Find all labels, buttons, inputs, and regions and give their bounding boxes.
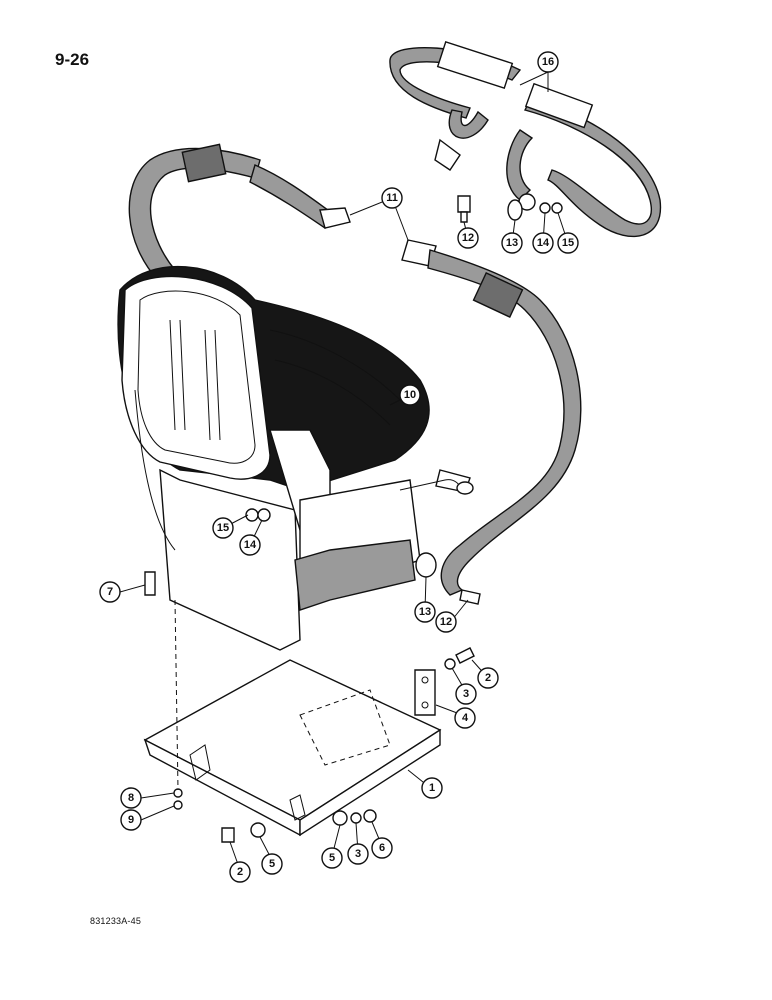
callout-14: 14 [239, 534, 261, 556]
seat-assembly [117, 265, 474, 651]
svg-text:14: 14 [244, 539, 257, 551]
svg-text:15: 15 [562, 237, 574, 249]
svg-text:4: 4 [462, 712, 469, 724]
callout-3: 3 [455, 683, 477, 705]
callout-13: 13 [501, 232, 523, 254]
svg-text:7: 7 [107, 586, 113, 598]
svg-text:6: 6 [379, 842, 385, 854]
callout-14: 14 [532, 232, 554, 254]
callout-13: 13 [414, 601, 436, 623]
callout-5: 5 [261, 853, 283, 875]
callout-1: 1 [421, 777, 443, 799]
alignment-line [174, 599, 179, 791]
mounting-plate [143, 659, 442, 837]
svg-text:1: 1 [429, 782, 435, 794]
callout-10: 10 [399, 384, 421, 406]
callout-15: 15 [212, 517, 234, 539]
svg-text:11: 11 [386, 192, 398, 204]
callout-7: 7 [99, 581, 121, 603]
svg-text:5: 5 [269, 858, 275, 870]
callout-3: 3 [347, 843, 369, 865]
svg-text:9: 9 [128, 814, 134, 826]
svg-text:3: 3 [463, 688, 469, 700]
callout-11: 11 [381, 187, 403, 209]
svg-text:14: 14 [537, 237, 550, 249]
svg-text:5: 5 [329, 852, 335, 864]
svg-text:12: 12 [440, 616, 452, 628]
svg-text:2: 2 [485, 672, 491, 684]
svg-text:15: 15 [217, 522, 229, 534]
svg-text:8: 8 [128, 792, 134, 804]
svg-text:12: 12 [462, 232, 474, 244]
callout-5: 5 [321, 847, 343, 869]
callout-6: 6 [371, 837, 393, 859]
svg-text:13: 13 [419, 606, 431, 618]
page-number: 9-26 [55, 50, 90, 69]
figure-code: 831233A-45 [90, 916, 142, 926]
svg-text:16: 16 [542, 56, 554, 68]
callout-4: 4 [454, 707, 476, 729]
svg-text:10: 10 [404, 389, 416, 401]
seat-belt-upper-right [389, 40, 662, 238]
callout-16: 16 [537, 51, 559, 73]
callout-2: 2 [477, 667, 499, 689]
callout-15: 15 [557, 232, 579, 254]
callout-12: 12 [435, 611, 457, 633]
callout-12: 12 [457, 227, 479, 249]
svg-text:2: 2 [237, 866, 243, 878]
plate-hardware [173, 647, 475, 843]
callout-9: 9 [120, 809, 142, 831]
seat-belt-main [128, 143, 582, 596]
seat-hardware [144, 508, 481, 605]
callout-2: 2 [229, 861, 251, 883]
svg-text:13: 13 [506, 237, 518, 249]
svg-text:3: 3 [355, 848, 361, 860]
upper-hardware [457, 195, 563, 223]
callout-8: 8 [120, 787, 142, 809]
